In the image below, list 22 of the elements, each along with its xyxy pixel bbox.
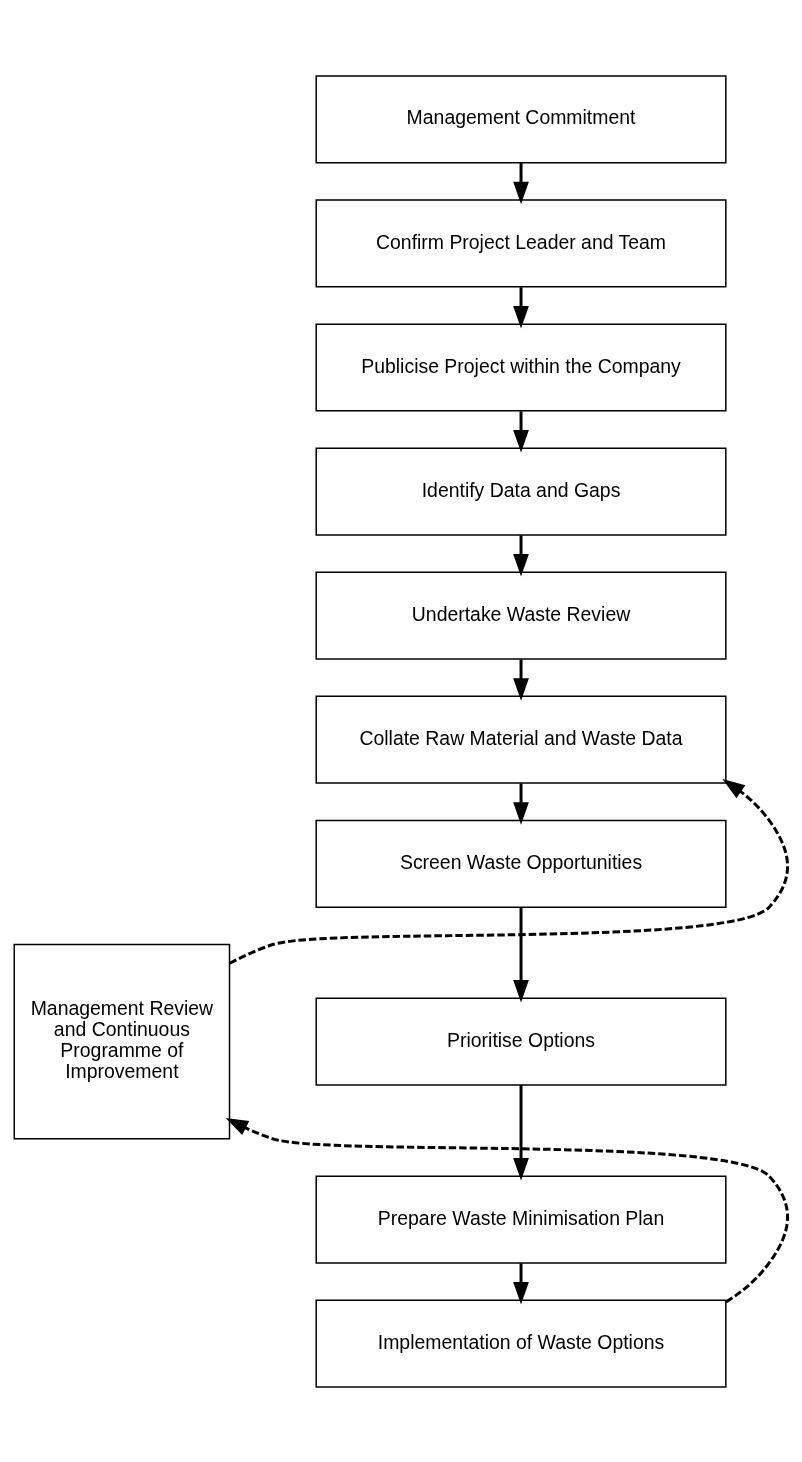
arrow — [513, 410, 529, 452]
node-box: Prepare Waste Minimisation Plan — [315, 1175, 727, 1264]
arrow — [513, 534, 529, 577]
arrow — [513, 286, 529, 328]
arrow — [513, 1084, 529, 1180]
arrow — [228, 778, 789, 965]
node-box: Prioritise Options — [315, 997, 727, 1086]
node-box: Screen Waste Opportunities — [315, 819, 727, 908]
node-box: Confirm Project Leader and Team — [315, 198, 727, 287]
node-box: Implementation of Waste Options — [315, 1299, 727, 1388]
node-box: Undertake Waste Review — [315, 571, 727, 660]
node-box: Publicise Project within the Company — [315, 322, 727, 412]
arrow — [513, 1262, 529, 1305]
arrow — [513, 906, 529, 1003]
arrow — [225, 1117, 789, 1303]
node-box: Identify Data and Gaps — [315, 446, 727, 536]
node-box: Management Review and Continuous Programme of Improvement — [13, 943, 231, 1140]
node-box: Collate Raw Material and Waste Data — [315, 695, 727, 784]
arrow — [513, 659, 529, 701]
node-box: Management Commitment — [315, 74, 727, 163]
arrow — [513, 783, 529, 825]
arrow — [513, 162, 529, 204]
